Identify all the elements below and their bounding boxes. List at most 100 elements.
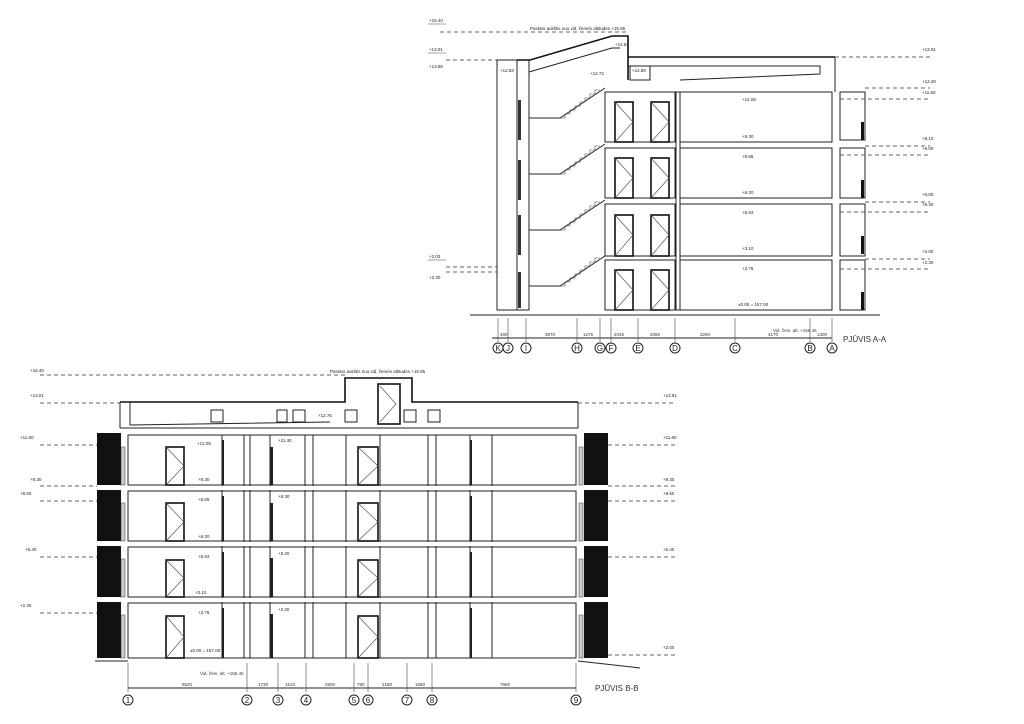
doors-a <box>604 91 676 311</box>
svg-text:+6.20: +6.20 <box>278 551 290 556</box>
svg-text:±0.00 = 157.00: ±0.00 = 157.00 <box>738 302 769 307</box>
svg-text:K: K <box>495 344 501 353</box>
svg-text:E: E <box>635 344 640 353</box>
right-levels-b: +13.91 +11.60 +9.30 +8.60 +5.40 +2.00 <box>578 393 677 656</box>
svg-text:+8.55: +8.55 <box>742 154 754 159</box>
svg-text:+11.60: +11.60 <box>20 435 34 440</box>
left-levels-b: +15.40 +13.01 +11.60 +9.30 +8.60 +5.40 +… <box>20 368 120 614</box>
svg-text:+5.40: +5.40 <box>25 547 37 552</box>
left-levels-a: +15.40 +13.01 +13.66 +2.03 +2.30 <box>428 18 497 280</box>
svg-text:+13.01: +13.01 <box>429 47 443 52</box>
svg-text:+2.75: +2.75 <box>742 266 754 271</box>
svg-text:6: 6 <box>366 696 371 705</box>
svg-text:2600: 2600 <box>325 682 336 687</box>
svg-text:1275: 1275 <box>583 332 594 337</box>
svg-text:4: 4 <box>304 696 309 705</box>
svg-text:3260: 3260 <box>700 332 711 337</box>
svg-text:+6.20: +6.20 <box>742 190 754 195</box>
svg-text:1: 1 <box>126 696 131 705</box>
svg-text:3970: 3970 <box>545 332 556 337</box>
svg-text:+2.00: +2.00 <box>922 249 934 254</box>
svg-text:+12.06: +12.06 <box>742 97 756 102</box>
doors-b <box>165 446 379 659</box>
svg-text:+6.00: +6.00 <box>922 192 934 197</box>
right-levels-a: +13.91 +12.20 +11.60 +8.10 +8.00 +6.00 +… <box>835 47 936 270</box>
svg-text:+12.20: +12.20 <box>922 79 936 84</box>
section-a-a: Pastato aukštis nuo vid. žemės altitudės… <box>428 18 936 354</box>
svg-text:+8.60: +8.60 <box>20 491 32 496</box>
floors-a: +12.06 +9.30 +8.55 +6.20 +6.83 +3.10 +2.… <box>675 91 866 311</box>
section-title-a: PJŪVIS A-A <box>843 335 887 344</box>
svg-text:+8.00: +8.00 <box>922 146 934 151</box>
svg-text:+6.83: +6.83 <box>742 210 754 215</box>
svg-text:+2.30: +2.30 <box>429 275 441 280</box>
svg-text:H: H <box>574 344 580 353</box>
svg-text:+9.30: +9.30 <box>30 477 42 482</box>
svg-text:J: J <box>506 344 510 353</box>
svg-text:Vid. žem. alt. +156.45: Vid. žem. alt. +156.45 <box>773 328 817 333</box>
svg-text:+2.75: +2.75 <box>198 610 210 615</box>
svg-text:3: 3 <box>276 696 281 705</box>
svg-text:+11.60: +11.60 <box>922 90 936 95</box>
svg-text:+11.60: +11.60 <box>663 435 677 440</box>
svg-text:C: C <box>732 344 738 353</box>
svg-text:1510: 1510 <box>285 682 296 687</box>
svg-text:+13.66: +13.66 <box>429 64 443 69</box>
svg-text:+12.83: +12.83 <box>500 68 514 73</box>
svg-text:+13.91: +13.91 <box>663 393 677 398</box>
svg-text:D: D <box>672 344 678 353</box>
svg-text:+2.30: +2.30 <box>278 607 290 612</box>
svg-text:F: F <box>609 344 614 353</box>
svg-text:+9.30: +9.30 <box>663 477 675 482</box>
svg-text:4170: 4170 <box>768 332 779 337</box>
interior-levels-b: +12.05 +11.40 +9.30 +8.65 +8.30 +6.20 +6… <box>190 438 292 653</box>
svg-text:+9.30: +9.30 <box>198 477 210 482</box>
svg-text:+15.40: +15.40 <box>429 18 443 23</box>
svg-text:7: 7 <box>405 696 410 705</box>
section-title-b: PJŪVIS B-B <box>595 684 639 693</box>
svg-text:+12.76: +12.76 <box>318 413 332 418</box>
svg-text:9: 9 <box>574 696 579 705</box>
svg-text:G: G <box>597 344 603 353</box>
height-note-b: Pastato aukštis nuo vid. žemės altitudės… <box>330 369 426 374</box>
svg-text:+2.30: +2.30 <box>922 260 934 265</box>
section-b-b: Pastato aukštis nuo vid. žemės altitudės… <box>20 368 677 706</box>
floors-b <box>127 434 577 659</box>
svg-text:+11.40: +11.40 <box>278 438 292 443</box>
svg-text:+8.60: +8.60 <box>663 491 675 496</box>
svg-text:+2.00: +2.00 <box>663 645 675 650</box>
svg-text:+13.01: +13.01 <box>30 393 44 398</box>
svg-text:780: 780 <box>357 682 365 687</box>
svg-text:+5.40: +5.40 <box>922 202 934 207</box>
svg-text:2045: 2045 <box>614 332 625 337</box>
svg-text:1590: 1590 <box>415 682 426 687</box>
svg-text:+8.30: +8.30 <box>278 494 290 499</box>
svg-text:5: 5 <box>352 696 357 705</box>
svg-text:+13.91: +13.91 <box>922 47 936 52</box>
svg-text:Vid. žem. alt. +156.45: Vid. žem. alt. +156.45 <box>200 671 244 676</box>
svg-text:+12.05: +12.05 <box>197 441 211 446</box>
svg-text:±0.00 = 157.00: ±0.00 = 157.00 <box>190 648 221 653</box>
svg-text:+2.03: +2.03 <box>429 254 441 259</box>
svg-text:+2.30: +2.30 <box>20 603 32 608</box>
svg-text:+12.72: +12.72 <box>590 71 604 76</box>
svg-text:+6.83: +6.83 <box>198 554 210 559</box>
svg-text:2060: 2060 <box>650 332 661 337</box>
svg-text:+6.20: +6.20 <box>198 534 210 539</box>
svg-text:I: I <box>525 344 527 353</box>
svg-text:1300: 1300 <box>817 332 828 337</box>
svg-text:+3.10: +3.10 <box>742 246 754 251</box>
height-note-a: Pastato aukštis nuo vid. žemės altitudės… <box>530 26 626 31</box>
svg-text:+5.40: +5.40 <box>663 547 675 552</box>
svg-text:2: 2 <box>245 696 250 705</box>
svg-text:+8.10: +8.10 <box>922 136 934 141</box>
axes-b: Vid. žem. alt. +156.45 1 2 3 4 5 6 7 8 9… <box>122 663 639 706</box>
svg-text:+15.40: +15.40 <box>30 368 44 373</box>
axes-a: Vid. žem. alt. +156.45 K J I H G F E D C… <box>492 318 887 354</box>
svg-text:2180: 2180 <box>382 682 393 687</box>
svg-text:7980: 7980 <box>500 682 511 687</box>
svg-text:+3.10: +3.10 <box>195 590 207 595</box>
balconies-b <box>95 433 641 669</box>
svg-text:9520: 9520 <box>182 682 193 687</box>
